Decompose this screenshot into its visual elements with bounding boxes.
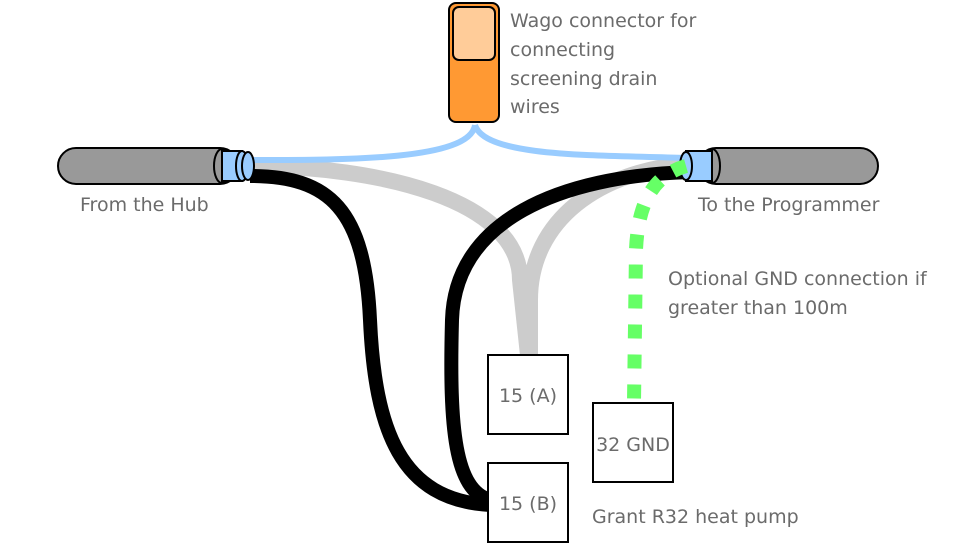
wago-label-line-4: wires bbox=[510, 96, 560, 118]
optional-gnd-wire bbox=[627, 159, 689, 403]
screen-drain-hub-to-wago bbox=[249, 124, 478, 163]
cable-to-programmer bbox=[679, 147, 879, 185]
heat-pump-label: Grant R32 heat pump bbox=[592, 506, 799, 528]
wago-label-line-2: connecting bbox=[510, 39, 615, 61]
black-wire-programmer-to-b bbox=[444, 165, 691, 507]
wago-label-line-3: screening drain bbox=[510, 68, 657, 90]
screen-drain-programmer-to-wago bbox=[472, 123, 691, 161]
optional-gnd-label-line-1: Optional GND connection if bbox=[668, 268, 928, 290]
cable-from-hub bbox=[57, 147, 255, 185]
to-programmer-label: To the Programmer bbox=[697, 194, 880, 216]
terminal-15b bbox=[487, 462, 569, 543]
black-wire-hub-to-b bbox=[249, 169, 491, 512]
terminal-32-gnd-label: 32 GND bbox=[596, 434, 670, 456]
wago-connector bbox=[448, 2, 500, 123]
terminal-15a-label: 15 (A) bbox=[499, 385, 557, 407]
terminal-15a bbox=[487, 354, 569, 435]
from-hub-label: From the Hub bbox=[80, 194, 209, 216]
terminal-15b-label: 15 (B) bbox=[499, 493, 557, 515]
optional-gnd-label-line-2: greater than 100m bbox=[668, 297, 848, 319]
terminal-32-gnd bbox=[592, 402, 674, 483]
wago-label-line-1: Wago connector for bbox=[510, 10, 696, 32]
grey-wire-hub-to-a bbox=[247, 158, 536, 356]
